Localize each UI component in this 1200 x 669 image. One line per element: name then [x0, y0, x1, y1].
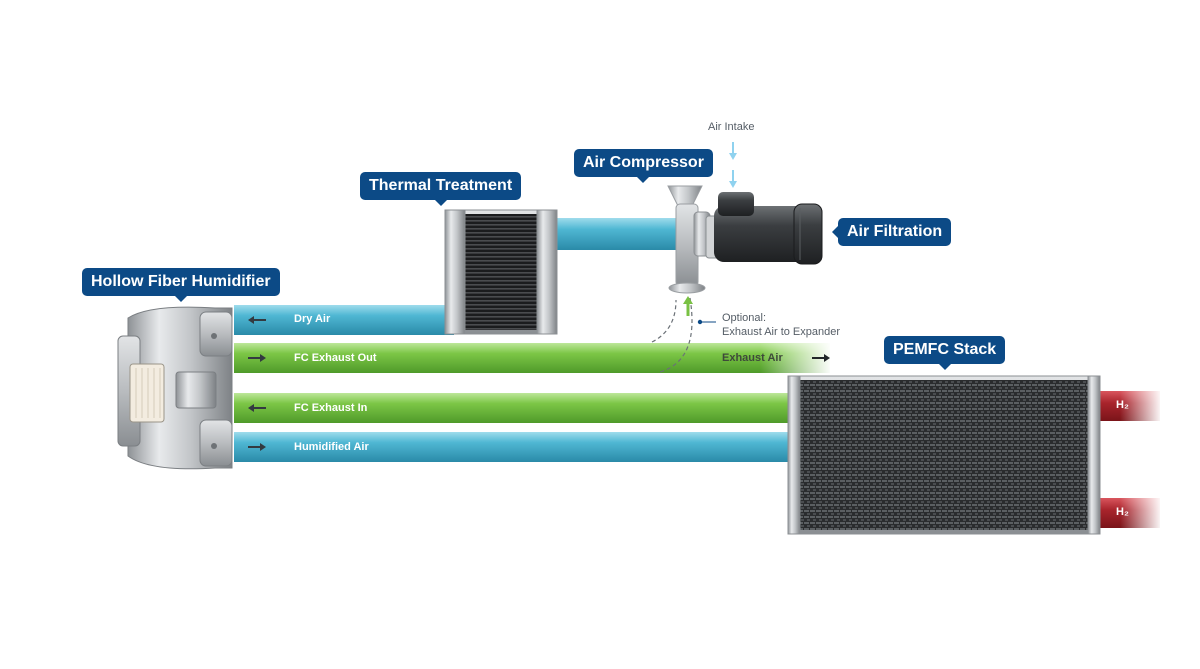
- note-optional-line1: Optional:: [722, 312, 767, 324]
- note-optional-line2: Exhaust Air to Expander: [722, 326, 841, 338]
- arrow-up-icon: [683, 296, 693, 316]
- air-intake-arrows-icon: [729, 142, 737, 188]
- label-hydrogen-top: H₂: [1116, 399, 1129, 411]
- pipe-humidified-air: [234, 432, 794, 462]
- tag-thermal-treatment: Thermal Treatment: [360, 172, 522, 206]
- pipe-dry-air: [234, 305, 454, 335]
- arrow-left-icon: [248, 404, 266, 412]
- hollow-fiber-humidifier: [117, 306, 233, 470]
- arrow-right-icon: [248, 354, 266, 362]
- label-fc-exhaust-out: FC Exhaust Out: [294, 352, 377, 364]
- pipe-fc-exhaust-in: [234, 393, 794, 423]
- note-leader: [697, 319, 716, 325]
- label-fc-exhaust-in: FC Exhaust In: [294, 402, 368, 414]
- label-dry-air: Dry Air: [294, 313, 331, 325]
- tag-air-filtration: Air Filtration: [831, 218, 952, 246]
- arrow-right-icon: [812, 354, 830, 362]
- tag-hollow-fiber-humidifier: Hollow Fiber Humidifier: [82, 268, 280, 302]
- air-filtration-unit: [705, 192, 823, 265]
- tag-pemfc-stack: PEMFC Stack: [884, 336, 1006, 370]
- pipe-compressor-to-thermal: [555, 218, 690, 250]
- arrow-left-icon: [248, 316, 266, 324]
- label-humidified-air: Humidified Air: [294, 441, 369, 453]
- label-exhaust-air: Exhaust Air: [722, 352, 783, 364]
- arrow-right-icon: [248, 443, 266, 451]
- optional-expander-path: [651, 297, 693, 373]
- note-air-intake: Air Intake: [708, 121, 755, 133]
- label-hydrogen-bottom: H₂: [1116, 506, 1129, 518]
- note-optional-expander: Optional: Exhaust Air to Expander: [722, 311, 840, 339]
- tag-air-compressor: Air Compressor: [574, 149, 713, 183]
- thermal-treatment-unit: [444, 209, 558, 335]
- pipe-fc-exhaust-out: [234, 343, 830, 373]
- pemfc-stack-unit: [787, 375, 1101, 535]
